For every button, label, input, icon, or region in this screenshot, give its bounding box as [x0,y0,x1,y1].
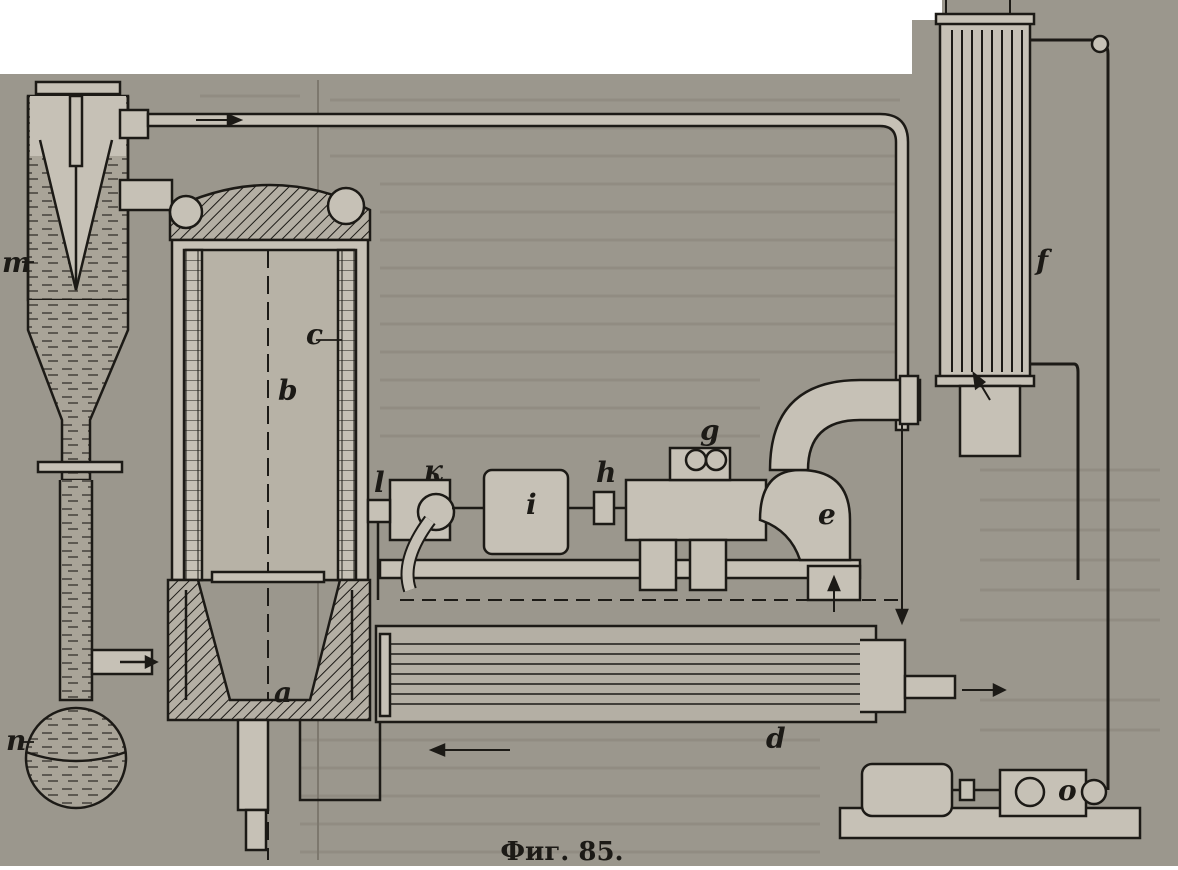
label-k: к [424,454,444,487]
label-b: b [278,374,298,407]
label-n: n [6,724,26,757]
leader-lines [22,261,342,743]
label-o: o [1058,774,1077,807]
condenser [934,0,1110,790]
label-l: l [374,466,385,499]
heat-exchanger [374,624,1007,757]
figure-caption: Фиг. 85. [500,837,623,866]
blank-margin [0,0,912,74]
label-c: c [306,318,323,351]
label-e: e [818,498,836,531]
label-a: a [274,676,292,709]
boiler [166,183,382,860]
top-pipe [146,112,910,626]
label-g: g [700,414,720,447]
separator-column [24,80,174,810]
pump-unit [838,762,1142,840]
label-d: d [766,722,786,755]
labels: a b c d e f g h i к l m n o [2,244,1077,807]
label-i: i [526,488,537,521]
blank-margin-corner [912,0,942,20]
turbo-group [366,374,922,612]
label-h: h [596,456,616,489]
show-through-lines [200,94,1160,854]
